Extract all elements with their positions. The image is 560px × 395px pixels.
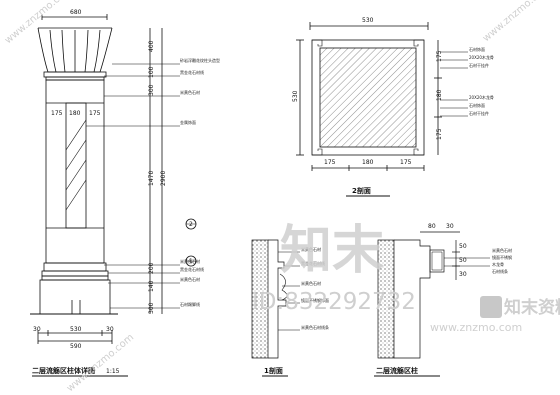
dim-side-left: 30 <box>33 326 41 333</box>
s2-right-dim-1: 175 <box>436 50 443 62</box>
s2-note-4: 20X20木龙骨 <box>469 94 494 100</box>
section-2-plan <box>296 22 468 197</box>
watermark-site-url: www.znzmo.com <box>430 321 522 334</box>
dim-side-right: 30 <box>106 326 114 333</box>
dim-shaft-height: 1470 <box>148 171 155 186</box>
dim-top-width: 680 <box>70 9 82 16</box>
watermark-brand: 知末 <box>280 221 384 281</box>
s1-note-1: 米黄色石材 <box>301 246 321 252</box>
elevation-scale: 1:15 <box>106 368 120 375</box>
section-marker-1: 1 <box>189 258 193 265</box>
dim-base-2: 140 <box>148 280 155 292</box>
dim-cap-height: 400 <box>148 40 155 52</box>
section-3 <box>374 231 490 377</box>
s1-title: 1剖面 <box>264 366 283 375</box>
s1-note-2: 黑金花石材线 <box>301 260 325 266</box>
s2-side-dim: 530 <box>292 90 299 102</box>
watermark-logo-icon <box>480 296 502 318</box>
note-neck: 米黄色石材 <box>180 89 200 95</box>
s2-note-5: 石材饰面 <box>469 102 485 108</box>
elevation-title: 二层流觞区柱体详图 <box>32 366 95 375</box>
dim-inner-left: 175 <box>51 110 63 117</box>
s2-note-2: 20X20木龙骨 <box>469 54 494 60</box>
s3-dim-3: 50 <box>459 243 467 250</box>
s2-bottom-dim-3: 175 <box>400 159 412 166</box>
s2-top-dim: 530 <box>362 17 374 24</box>
watermark-corner-left: www.znzmo.com <box>3 0 74 46</box>
s2-note-3: 石材干挂件 <box>469 62 489 68</box>
dim-total-height: 2900 <box>160 171 167 186</box>
watermark-corner: www.znzmo.com <box>481 0 552 44</box>
s3-note-1: 米黄色石材 <box>492 247 512 253</box>
watermark-id: ID:832292732 <box>252 289 416 315</box>
note-skirting: 石材踢脚线 <box>180 301 200 307</box>
note-panel: 金属饰面 <box>180 119 196 125</box>
s3-title: 二层流觞区柱 <box>376 366 418 375</box>
note-base-1: 米黄色石材 <box>180 258 200 264</box>
column-elevation <box>30 14 197 377</box>
s1-note-4: 镜面不锈钢饰面 <box>301 297 329 303</box>
dim-base-width: 530 <box>70 326 82 333</box>
dim-inner-mid: 180 <box>69 110 81 117</box>
s2-title: 2剖面 <box>352 186 371 195</box>
s2-right-dim-2: 180 <box>436 89 443 101</box>
s1-note-3: 米黄色石材 <box>301 280 321 286</box>
s3-dim-5: 30 <box>459 271 467 278</box>
s2-right-dim-3: 175 <box>436 128 443 140</box>
s2-note-1: 石材饰面 <box>469 46 485 52</box>
watermark-site-cn: 知末资料库 <box>503 297 560 318</box>
note-base-2: 黑金花石材线 <box>180 266 204 272</box>
s2-bottom-dim-1: 175 <box>324 159 336 166</box>
note-capital: 砂岩浮雕花纹柱头造型 <box>180 57 220 63</box>
dim-band-height: 100 <box>148 66 155 78</box>
dim-neck-height: 300 <box>148 84 155 96</box>
s3-note-3: 木龙骨 <box>492 261 504 267</box>
s3-dim-1: 80 <box>428 223 436 230</box>
s3-note-2: 镜面不锈钢 <box>492 254 512 260</box>
note-base-3: 米黄色石材 <box>180 276 200 282</box>
dim-inner-right: 175 <box>89 110 101 117</box>
note-band: 黑金花石材线 <box>180 69 204 75</box>
s2-note-6: 石材干挂件 <box>469 110 489 116</box>
s1-note-5: 米黄色石材线条 <box>301 324 329 330</box>
s3-dim-2: 30 <box>446 223 454 230</box>
dim-base-1: 200 <box>148 262 155 274</box>
section-1 <box>251 239 300 377</box>
section-marker-2: 2 <box>189 221 193 228</box>
s2-bottom-dim-2: 180 <box>362 159 374 166</box>
s3-dim-4: 50 <box>459 257 467 264</box>
dim-base-3: 300 <box>148 302 155 314</box>
s3-note-4: 石材线条 <box>492 268 508 274</box>
dim-base-total: 590 <box>70 343 82 350</box>
